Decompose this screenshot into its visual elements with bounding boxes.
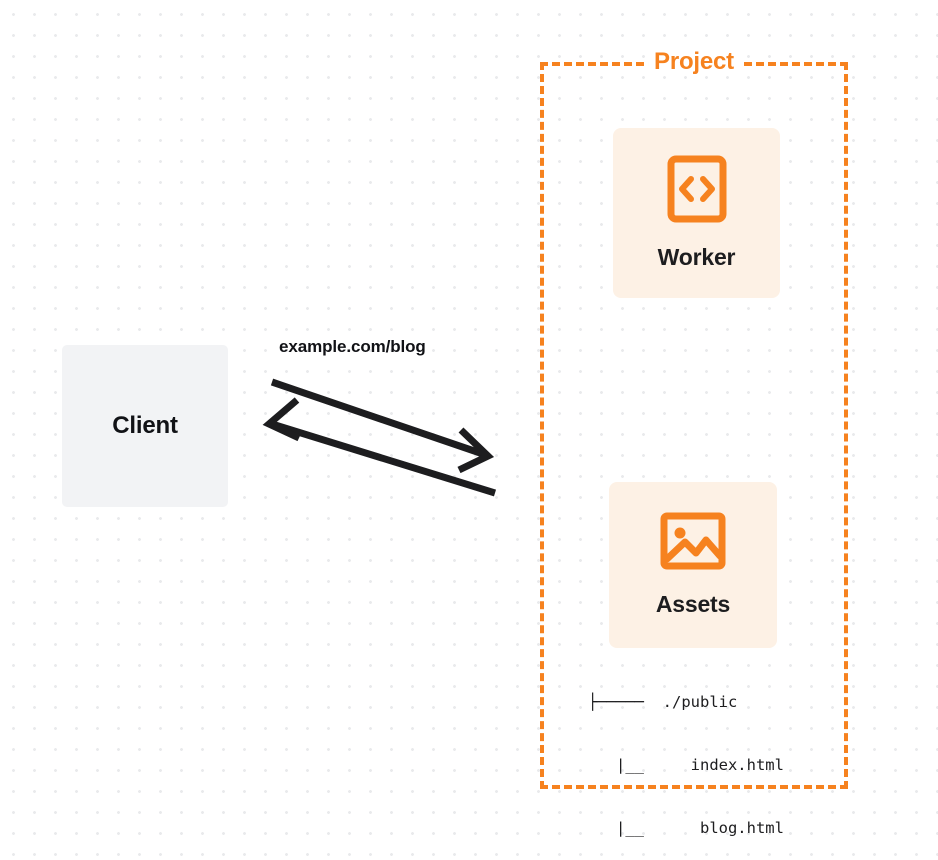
file-tree-line: |__ blog.html (588, 819, 784, 837)
arrow-inbound (262, 397, 497, 497)
node-assets-label: Assets (655, 591, 731, 617)
edge-label-request-url: example.com/blog (279, 337, 426, 356)
group-project-title: Project (648, 48, 740, 76)
file-tree-line: |__ index.html (588, 756, 784, 774)
node-worker[interactable]: Worker (613, 128, 780, 298)
image-icon (660, 512, 726, 575)
node-client[interactable]: Client (62, 345, 228, 507)
node-client-label: Client (112, 412, 178, 439)
file-tree-line: ├───── ./public (588, 693, 738, 711)
node-assets[interactable]: Assets (609, 482, 777, 648)
assets-file-tree: ├───── ./public |__ index.html |__ blog.… (588, 650, 784, 860)
code-brackets-icon (667, 155, 727, 228)
arrow-outbound (270, 378, 495, 474)
node-worker-label: Worker (657, 244, 736, 270)
